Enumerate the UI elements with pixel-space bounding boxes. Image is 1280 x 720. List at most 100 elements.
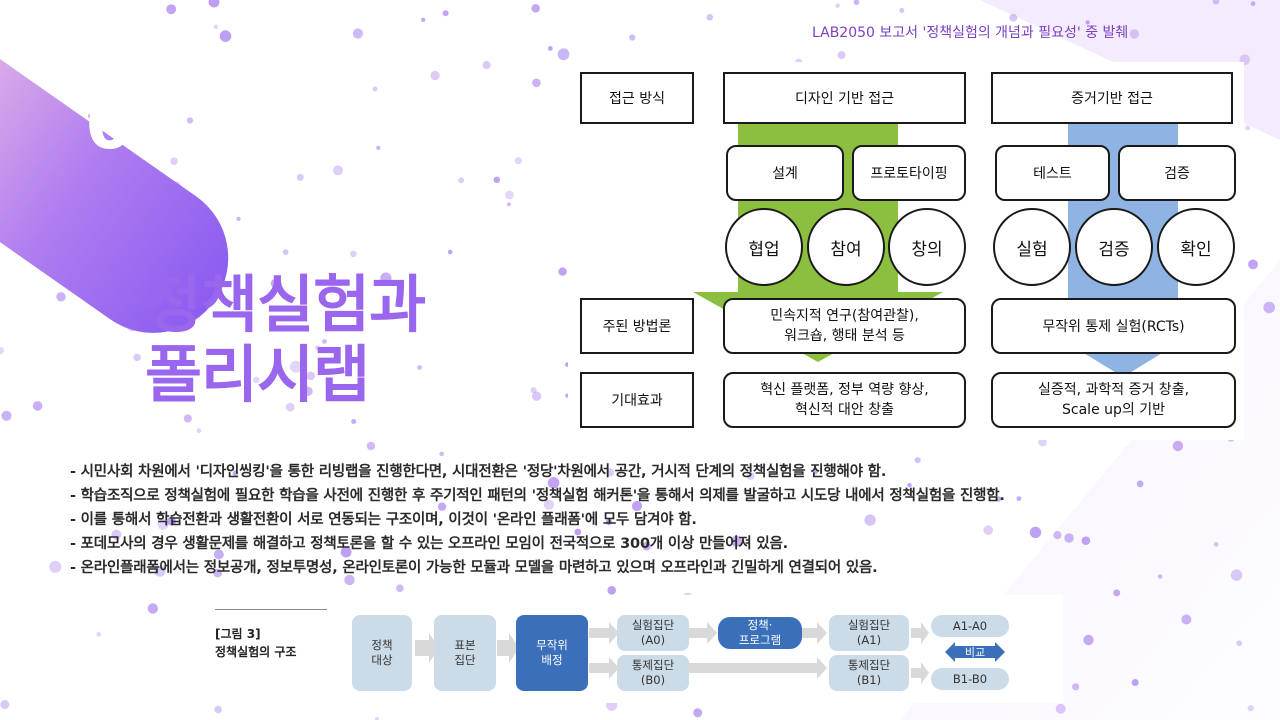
background-dot: [285, 402, 295, 412]
random-assignment-box: 무작위 배정: [516, 615, 588, 691]
background-dot: [1055, 703, 1066, 714]
background-dot: [983, 525, 993, 535]
background-dot: [396, 584, 404, 592]
background-dot: [907, 483, 912, 488]
background-dot: [322, 339, 327, 344]
background-dot: [1212, 0, 1220, 5]
sample-group-box: 표본 집단: [434, 615, 496, 691]
background-dot: [351, 419, 357, 424]
background-dot: [547, 46, 553, 51]
background-dot: [87, 113, 93, 119]
flow-arrow-b0-to-b1: [689, 657, 827, 679]
background-dot: [213, 549, 224, 560]
background-dot: [282, 249, 289, 255]
background-dot: [315, 345, 320, 351]
bullet-list: - 시민사회 차원에서 '디자인씽킹'을 통한 리빙랩을 진행한다면, 시대전환…: [70, 460, 1250, 580]
background-dot: [1247, 705, 1254, 712]
difference-a-box: A1-A0: [931, 615, 1009, 637]
background-dot: [96, 632, 102, 637]
background-dot: [1053, 531, 1062, 540]
evidence-value-confirmation: 확인: [1157, 208, 1235, 286]
background-dot: [252, 376, 260, 384]
background-dot: [102, 101, 108, 107]
background-dot: [1157, 574, 1163, 579]
compare-label: 비교: [964, 645, 986, 659]
background-dot: [380, 272, 392, 284]
background-dot: [313, 540, 319, 546]
approach-comparison-diagram: 접근 방식 디자인 기반 접근 증거기반 접근 설계 프로토타이핑 테스트 검증…: [568, 62, 1244, 440]
header-approach: 접근 방식: [580, 72, 694, 124]
background-dot: [0, 347, 4, 355]
background-dot: [606, 468, 615, 477]
background-dot: [49, 560, 62, 573]
bullet-item: - 포데모사의 경우 생활문제를 해결하고 정책토론을 할 수 있는 오프라인 …: [70, 536, 788, 552]
background-dot: [914, 457, 921, 464]
background-dot: [1072, 683, 1080, 691]
background-dot: [333, 165, 343, 176]
background-dot: [530, 387, 537, 394]
design-value-creativity: 창의: [888, 208, 966, 286]
background-dot: [864, 514, 876, 526]
background-dot: [421, 17, 426, 22]
experimental-group-a1: 실험집단 (A1): [829, 615, 909, 651]
background-dot: [547, 477, 560, 489]
design-expected-effect: 혁신 플랫폼, 정부 역량 향상, 혁신적 대안 창출: [723, 372, 966, 428]
header-evidence-approach: 증거기반 접근: [991, 72, 1233, 124]
row-label-effect: 기대효과: [580, 372, 694, 428]
background-dot: [629, 34, 636, 41]
background-dot: [1081, 536, 1091, 545]
control-group-b0: 통제집단 (B0): [617, 655, 689, 691]
row-label-method: 주된 방법론: [580, 298, 694, 354]
background-dot: [506, 202, 511, 207]
main-title-line-1: 정책실험과: [145, 268, 426, 341]
background-dot: [1064, 533, 1074, 543]
background-dot: [372, 86, 378, 92]
background-dot: [350, 250, 357, 258]
evidence-value-verification: 검증: [1075, 208, 1153, 286]
background-dot: [417, 365, 422, 370]
background-dot: [731, 535, 743, 547]
caption-rule: [215, 609, 327, 610]
background-dot: [1029, 526, 1042, 539]
experimental-group-a0: 실험집단 (A0): [617, 615, 689, 651]
flow-arrow-2: [497, 633, 519, 663]
design-method-prototyping: 프로토타이핑: [852, 145, 966, 201]
compare-arrow: [945, 642, 1005, 662]
background-dot: [236, 216, 241, 221]
background-dot: [1230, 569, 1243, 581]
background-dot: [306, 371, 316, 381]
figure-caption: [그림 3]: [215, 627, 261, 641]
bullet-item: - 이를 통해서 학습전환과 생활전환이 서로 연동되는 구조이며, 이것이 '…: [70, 512, 697, 528]
background-dot: [56, 292, 66, 302]
background-dot: [111, 529, 122, 540]
background-dot: [1250, 1, 1256, 7]
background-dot: [812, 468, 819, 475]
background-dot: [437, 502, 447, 511]
background-dot: [1083, 634, 1094, 646]
flow-arrow-to-adiff: [911, 622, 929, 644]
background-dot: [196, 428, 202, 434]
policy-experiment-structure-figure: [그림 3] 정책실험의 구조 정책 대상 표본 집단 무작위 배정 실험집단 …: [197, 595, 1063, 703]
figure-arrows: [415, 622, 1005, 684]
background-dot: [213, 568, 222, 578]
background-dot: [439, 451, 445, 457]
background-dot: [482, 61, 491, 70]
background-dot: [213, 24, 219, 30]
background-dot: [289, 360, 302, 373]
background-dot: [376, 145, 381, 150]
background-dot: [693, 708, 703, 718]
background-dot: [1113, 589, 1121, 597]
background-dot: [458, 177, 465, 184]
background-dot: [430, 70, 440, 81]
background-dot: [835, 3, 840, 8]
evidence-method-verify: 검증: [1118, 145, 1236, 201]
background-dot: [493, 176, 500, 183]
background-dot: [746, 471, 755, 480]
background-dot: [1245, 125, 1250, 131]
background-dot: [170, 157, 178, 165]
bullet-item: - 온라인플래폼에서는 정보공개, 정보투명성, 온라인토론이 가능한 모듈과 …: [70, 560, 878, 576]
evidence-value-experiment: 실험: [993, 208, 1071, 286]
background-dot: [1038, 438, 1047, 447]
background-dot: [167, 516, 176, 526]
background-dot: [514, 157, 522, 165]
